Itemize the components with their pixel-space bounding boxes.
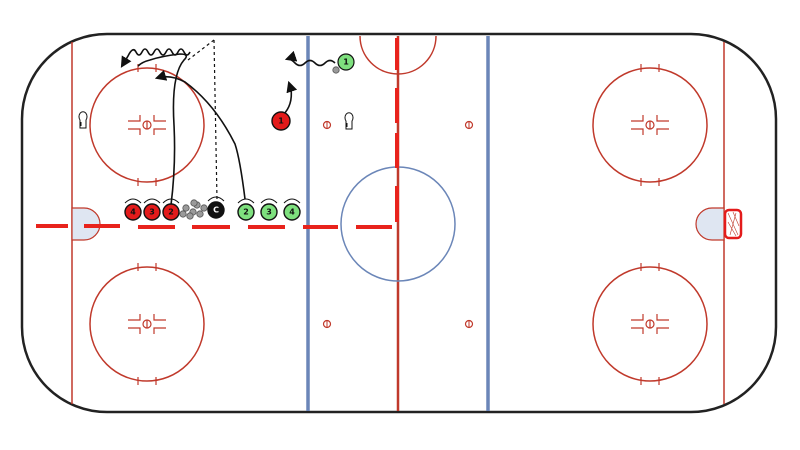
referee-crease [359,35,437,75]
cone-icon [78,111,88,129]
faceoff-circle-bottom-right [592,263,708,385]
faceoff-circle-top-right [592,64,708,186]
puck-icon [332,66,340,74]
player-green-1: 1 [337,53,355,71]
puck-pile [179,199,208,220]
player-red-3: 3 [143,198,161,221]
pass-lines [187,39,218,201]
faceoff-circle-bottom-left [89,263,205,385]
player-red-2: 2 [162,198,180,221]
svg-text:1: 1 [278,117,284,126]
neutral-zone-dots [322,120,474,329]
player-red-1: 1 [271,111,291,131]
player-green-2: 2 [237,198,255,221]
right-goal-net [723,208,743,240]
svg-text:2: 2 [243,208,249,217]
svg-text:4: 4 [289,208,295,217]
cone-icon [344,112,354,130]
right-goal-crease [695,207,725,241]
player-red-4: 4 [124,198,142,221]
svg-text:4: 4 [130,208,136,217]
coach: C [207,196,225,219]
svg-text:3: 3 [266,208,272,217]
player-green-3: 3 [260,198,278,221]
svg-text:2: 2 [168,208,174,217]
drill-dash-lines [36,38,399,229]
svg-text:3: 3 [149,208,155,217]
skating-paths [120,48,336,206]
svg-text:1: 1 [343,58,349,67]
player-green-4: 4 [283,198,301,221]
svg-text:C: C [213,206,219,215]
